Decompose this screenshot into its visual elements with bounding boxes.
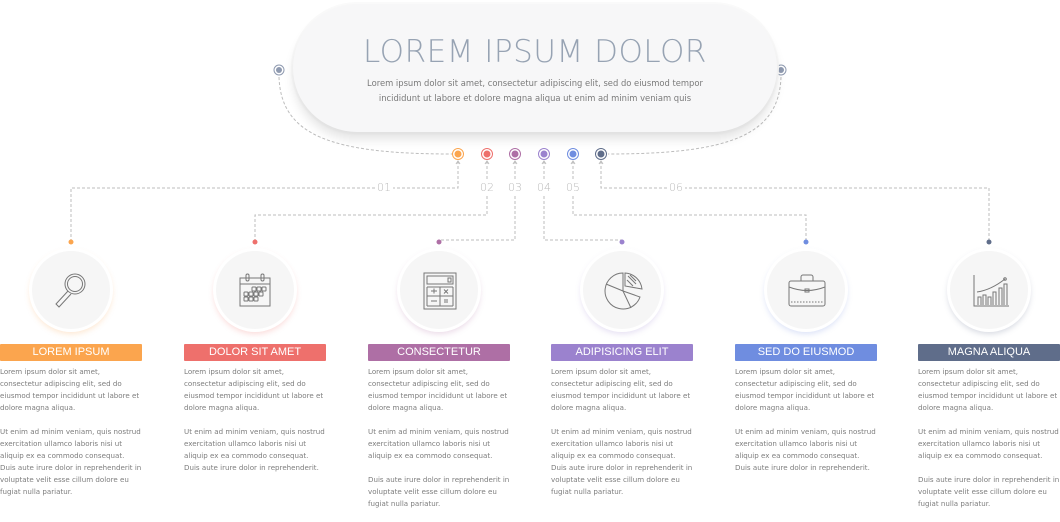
side-connector-left: [278, 76, 453, 155]
description-paragraph: Lorem ipsum dolor sit amet, consectetur …: [551, 367, 691, 412]
description-paragraph: Ut enim ad minim veniam, quis nostrud ex…: [368, 427, 509, 460]
step-label: DOLOR SIT AMET: [184, 344, 326, 361]
bar-chart-growth-icon: [973, 275, 1009, 307]
step-number: 03: [506, 181, 524, 194]
description-paragraph: Ut enim ad minim veniam, quis nostrud ex…: [0, 427, 142, 496]
icon-circle: [950, 251, 1028, 329]
step-anchor-dot: [803, 239, 809, 245]
step-number: 06: [667, 181, 685, 194]
connector-step-02: [254, 161, 488, 242]
header-pill: LOREM IPSUM DOLOR Lorem ipsum dolor sit …: [293, 4, 777, 132]
page-subtitle: Lorem ipsum dolor sit amet, consectetur …: [343, 76, 727, 106]
icon-circle: [583, 251, 661, 329]
step-number: 02: [478, 181, 496, 194]
side-dot: [778, 67, 784, 73]
step-dot: [569, 150, 577, 158]
description-paragraph: Ut enim ad minim veniam, quis nostrud ex…: [735, 427, 876, 472]
description-paragraph: Ut enim ad minim veniam, quis nostrud ex…: [918, 427, 1059, 460]
connector-step-03: [439, 161, 516, 241]
page-title: LOREM IPSUM DOLOR: [363, 34, 707, 70]
step-number: 04: [535, 181, 553, 194]
step-anchor-dot: [68, 239, 74, 245]
step-anchor-dot: [252, 239, 258, 245]
calculator-icon: [423, 272, 457, 310]
connector-step-05: [572, 161, 807, 242]
description-paragraph: Lorem ipsum dolor sit amet, consectetur …: [184, 367, 324, 412]
step-dot: [511, 150, 519, 158]
step-label: LOREM IPSUM: [0, 344, 142, 361]
pie-chart-icon: [604, 272, 643, 310]
description-paragraph: Duis aute irure dolor in reprehenderit i…: [918, 475, 1060, 508]
step-number: 01: [375, 181, 393, 194]
subtitle-line: Lorem ipsum dolor sit amet, consectetur …: [367, 78, 703, 88]
step-description: Lorem ipsum dolor sit amet, consectetur …: [368, 366, 510, 522]
description-paragraph: Lorem ipsum dolor sit amet, consectetur …: [918, 367, 1058, 412]
step-label: MAGNA ALIQUA: [918, 344, 1060, 361]
side-dot: [276, 67, 282, 73]
step-dot: [454, 150, 462, 158]
icon-circle: [767, 251, 845, 329]
step-number: 05: [564, 181, 582, 194]
calendar-icon: [239, 273, 271, 307]
connector-step-04: [543, 161, 622, 241]
arrow-up-icon: [598, 160, 604, 165]
description-paragraph: Lorem ipsum dolor sit amet, consectetur …: [368, 367, 508, 412]
step-anchor-dot: [986, 239, 992, 245]
magnifier-icon: [55, 273, 86, 308]
description-paragraph: Ut enim ad minim veniam, quis nostrud ex…: [184, 427, 325, 472]
description-paragraph: Lorem ipsum dolor sit amet, consectetur …: [735, 367, 875, 412]
step-label: SED DO EIUSMOD: [735, 344, 877, 361]
step-description: Lorem ipsum dolor sit amet, consectetur …: [184, 366, 326, 486]
subtitle-line: incididunt ut labore et dolore magna ali…: [378, 93, 692, 103]
step-dot: [483, 150, 491, 158]
step-description: Lorem ipsum dolor sit amet, consectetur …: [918, 366, 1060, 522]
briefcase-icon: [788, 274, 826, 307]
arrow-up-icon: [455, 160, 461, 165]
description-paragraph: Duis aute irure dolor in reprehenderit i…: [368, 475, 510, 508]
arrow-up-icon: [512, 160, 518, 165]
step-label: CONSECTETUR: [368, 344, 510, 361]
connector-step-06: [600, 161, 990, 242]
icon-circle: [216, 251, 294, 329]
icon-circle: [32, 251, 110, 329]
step-description: Lorem ipsum dolor sit amet, consectetur …: [551, 366, 693, 510]
side-connector-right: [607, 76, 782, 155]
icon-circle: [400, 251, 478, 329]
step-anchor-dot: [619, 239, 625, 245]
step-anchor-dot: [436, 239, 442, 245]
connector-step-01: [70, 161, 459, 242]
arrow-up-icon: [541, 160, 547, 165]
step-description: Lorem ipsum dolor sit amet, consectetur …: [735, 366, 877, 486]
arrow-up-icon: [484, 160, 490, 165]
arrow-up-icon: [570, 160, 576, 165]
step-dot: [597, 150, 605, 158]
step-label: ADIPISICING ELIT: [551, 344, 693, 361]
description-paragraph: Lorem ipsum dolor sit amet, consectetur …: [0, 367, 140, 412]
connector-lines: [68, 64, 992, 245]
step-description: Lorem ipsum dolor sit amet, consectetur …: [0, 366, 142, 510]
step-dot: [540, 150, 548, 158]
description-paragraph: Ut enim ad minim veniam, quis nostrud ex…: [551, 427, 693, 496]
